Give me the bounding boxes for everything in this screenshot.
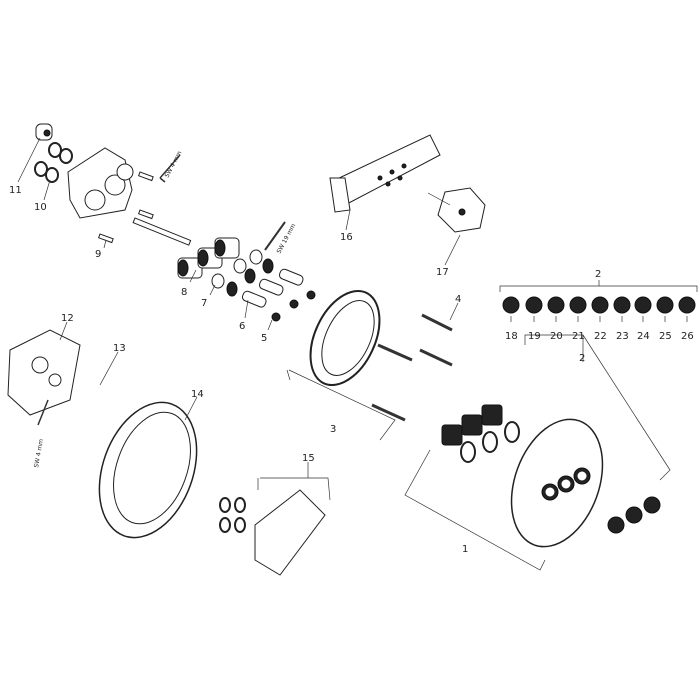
- callout-12: 12: [61, 313, 74, 324]
- callout-11: 11: [9, 185, 22, 196]
- callout-1: 1: [462, 544, 468, 555]
- part-17-plate: [427, 187, 486, 233]
- leader-lines: [17, 137, 671, 571]
- callout-26: 26: [681, 331, 694, 342]
- callout-20: 20: [550, 331, 563, 342]
- callout-6: 6: [239, 321, 245, 332]
- callout-9: 9: [95, 249, 101, 260]
- push-buttons: [607, 496, 661, 534]
- part-14-ring: [98, 401, 198, 539]
- valve-body: [67, 147, 134, 219]
- callout-14: 14: [191, 389, 204, 400]
- tool-label-sw4-left: SW 4 mm: [33, 438, 45, 468]
- screw: [137, 171, 154, 182]
- spindle: [132, 217, 192, 246]
- callout-7: 7: [201, 298, 207, 309]
- callout-8: 8: [181, 287, 187, 298]
- callout-17: 17: [436, 267, 449, 278]
- tool-label-sw19: SW 19 mm: [276, 222, 298, 254]
- callout-2-top: 2: [595, 269, 601, 280]
- callout-18: 18: [505, 331, 518, 342]
- callout-23: 23: [616, 331, 629, 342]
- callout-15: 15: [302, 453, 315, 464]
- callout-25: 25: [659, 331, 672, 342]
- callout-24: 24: [637, 331, 650, 342]
- part-16-bracket: [329, 134, 441, 213]
- button-symbols-row: [499, 280, 698, 322]
- callout-3: 3: [330, 424, 336, 435]
- part-10-orings: [34, 142, 73, 183]
- callout-16: 16: [340, 232, 353, 243]
- button-modules: [441, 404, 520, 463]
- part-12-13-block: [7, 329, 81, 416]
- part-2-cover: [510, 418, 604, 548]
- callout-4: 4: [455, 294, 461, 305]
- hex-key-icon: [159, 154, 181, 183]
- tool-label-sw4-top: SW 4 mm: [164, 150, 184, 179]
- callout-2-right: 2: [579, 353, 585, 364]
- screw: [137, 209, 154, 220]
- part-11-cap: [35, 123, 53, 141]
- callout-19: 19: [528, 331, 541, 342]
- part-15-plate: [219, 489, 326, 576]
- callout-22: 22: [594, 331, 607, 342]
- part-3-ring: [309, 289, 381, 387]
- cartridges: [177, 237, 316, 322]
- callout-5: 5: [261, 333, 267, 344]
- callout-13: 13: [113, 343, 126, 354]
- callout-21: 21: [572, 331, 585, 342]
- hex-key-icon: [37, 399, 49, 426]
- wrench-icon: [264, 221, 286, 251]
- part-4-screws: [371, 313, 453, 422]
- callout-10: 10: [34, 202, 47, 213]
- part-9-screw: [97, 233, 114, 244]
